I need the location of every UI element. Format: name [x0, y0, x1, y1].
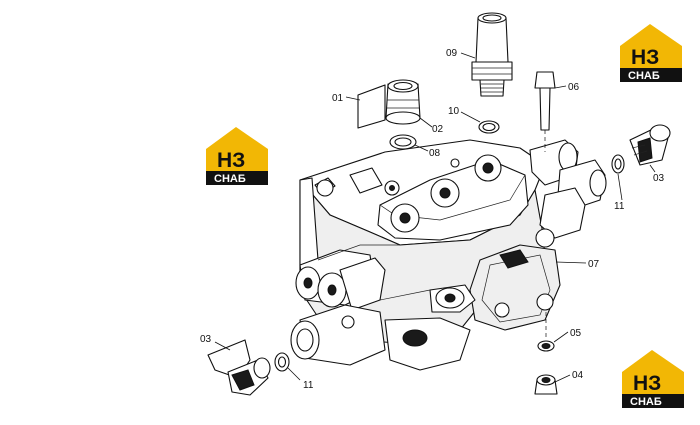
- logo-letters: НЗ: [217, 149, 245, 172]
- callout-07: 07: [588, 259, 600, 270]
- fitting-02: [385, 79, 421, 125]
- watermark-logo: НЗ СНАБ: [622, 350, 684, 408]
- logo-word: СНАБ: [630, 396, 662, 408]
- elbow-fitting-03-left: [207, 339, 271, 396]
- callout-11-right: 11: [614, 201, 625, 212]
- watermark-logo: НЗ СНАБ: [620, 24, 682, 82]
- label-plate-01: [357, 84, 386, 129]
- callout-06: 06: [568, 82, 580, 93]
- callout-05: 05: [570, 328, 582, 339]
- logo-letters: НЗ: [633, 372, 661, 395]
- nut-04: [534, 374, 558, 395]
- callout-04: 04: [572, 370, 584, 381]
- callout-03-left: 03: [200, 334, 212, 345]
- washer-05: [537, 340, 555, 352]
- logo-letters: НЗ: [631, 46, 659, 69]
- callout-11-left: 11: [303, 380, 314, 391]
- elbow-fitting-03-right: [629, 124, 671, 166]
- bolt-06: [534, 71, 556, 152]
- callout-01: 01: [332, 93, 344, 104]
- leader-lines: [214, 52, 656, 383]
- callout-10: 10: [448, 106, 460, 117]
- callout-09: 09: [446, 48, 458, 59]
- callout-labels: 01 02 08 09 10 06 03 11 07 05 04 03 11: [200, 48, 665, 391]
- logo-word: СНАБ: [628, 70, 660, 82]
- valve-body: [290, 139, 607, 371]
- fitting-09: [471, 12, 513, 97]
- logo-word: СНАБ: [214, 173, 246, 185]
- callout-03-right: 03: [653, 173, 665, 184]
- callout-02: 02: [432, 124, 444, 135]
- watermark-logo: НЗ СНАБ: [206, 127, 268, 185]
- callout-08: 08: [429, 148, 441, 159]
